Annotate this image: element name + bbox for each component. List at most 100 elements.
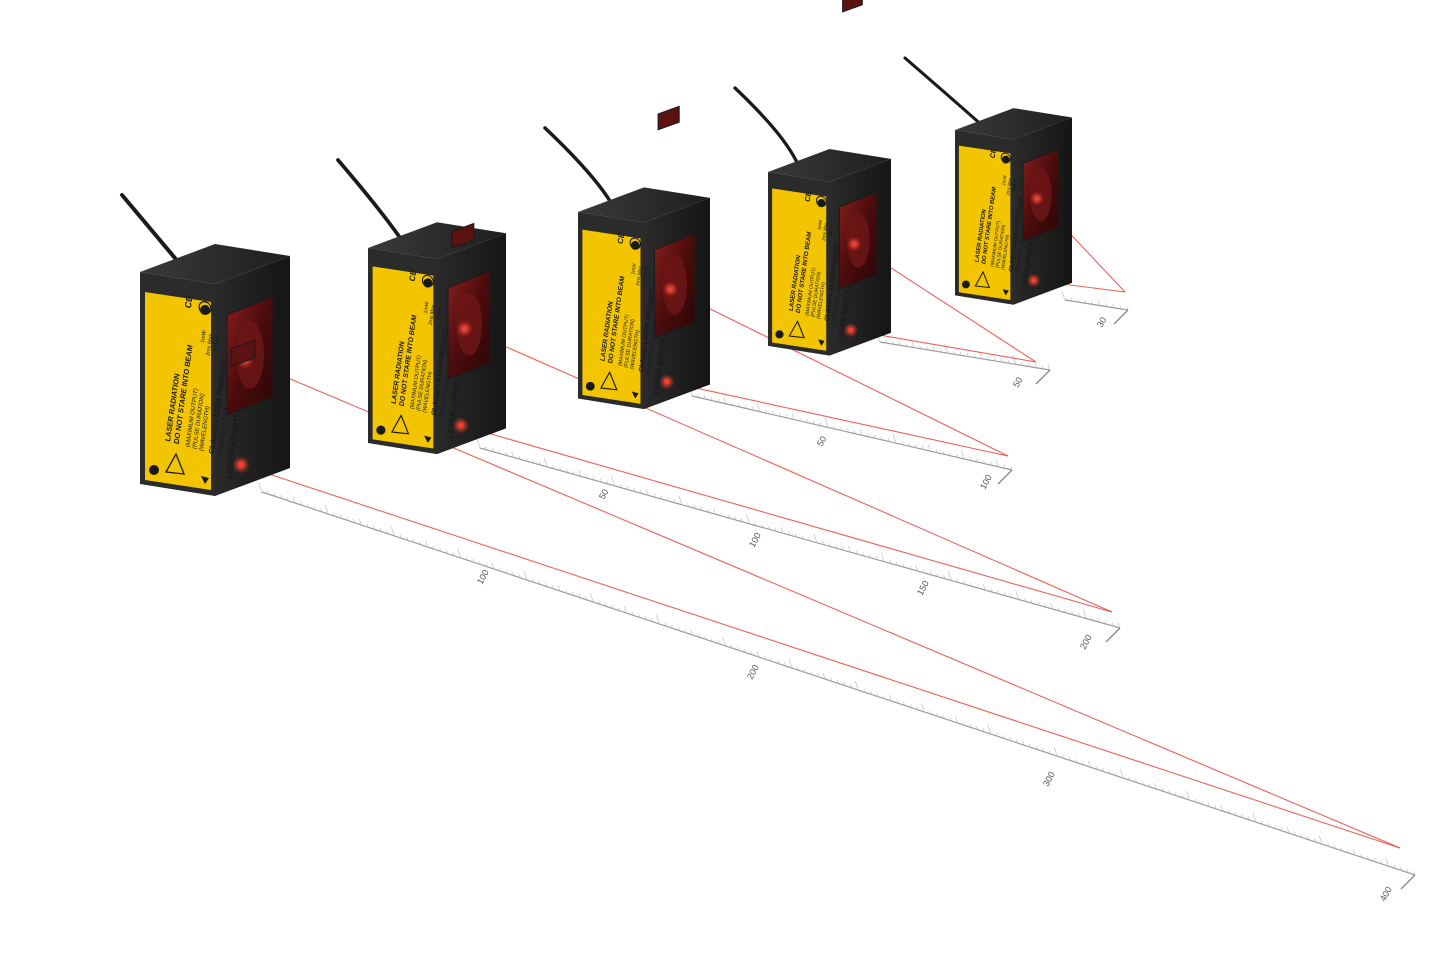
scale-tick — [942, 450, 945, 455]
scale-tick — [1050, 602, 1053, 610]
scale-tick — [624, 606, 627, 614]
scale-tick — [863, 688, 866, 693]
scale-tick — [1367, 855, 1369, 860]
scale-tick — [982, 728, 985, 733]
label-line4: (PULSE DURATION) — [995, 224, 1006, 269]
scale-tick — [491, 448, 494, 452]
emitter-dot — [238, 461, 244, 468]
scale-tick — [808, 537, 811, 541]
scale-tick — [1105, 303, 1108, 307]
scale-tick-label: 100 — [747, 531, 763, 549]
label-line3: (MAXIMUM OUTPUT) — [990, 220, 1001, 267]
emitted-beam — [240, 464, 1401, 849]
label-output: 1mW — [631, 262, 638, 275]
label-output: 1mW — [817, 218, 823, 230]
scale-tick — [870, 690, 872, 695]
scale-tick — [822, 541, 824, 545]
scale-tick — [280, 494, 283, 499]
cable — [903, 56, 987, 130]
scale-tick — [983, 460, 986, 464]
scale-tick — [770, 657, 773, 662]
scale-tick — [963, 580, 966, 585]
scale-tick — [1087, 761, 1091, 768]
scale-tick — [1393, 864, 1396, 869]
scale-tick — [578, 470, 582, 477]
mounting-hole — [376, 425, 386, 435]
scale-tick — [948, 571, 952, 581]
scale-tick — [727, 514, 730, 519]
scale-tick — [1360, 853, 1363, 858]
scale-tick — [512, 572, 515, 576]
scale-tick — [881, 436, 883, 441]
scale-tick — [772, 411, 775, 416]
eco-mark-icon — [816, 195, 827, 207]
label-line5: (WAVELENGTH) — [1000, 234, 1010, 271]
scale-tick — [949, 452, 952, 456]
scale-tick — [1021, 739, 1025, 746]
label-output: 1mW — [423, 301, 430, 315]
scale-tick — [1385, 857, 1389, 867]
scale-tick — [1380, 860, 1383, 865]
scale-tick — [1300, 833, 1303, 838]
scale-tick — [835, 544, 838, 549]
scale-tick — [618, 607, 621, 611]
scale-tick — [717, 640, 720, 644]
scale-tick — [908, 442, 911, 447]
scale-tick — [1082, 761, 1085, 766]
scale-tick — [491, 562, 495, 570]
scale-tick-label: 300 — [1041, 770, 1057, 788]
scale-tick — [353, 519, 356, 523]
laser-warning-icon — [788, 320, 805, 339]
scale-tick — [785, 414, 788, 419]
scale-tick — [955, 453, 958, 458]
scale-tick — [439, 547, 442, 552]
scale-tick — [1413, 871, 1416, 876]
cable — [336, 158, 407, 247]
scale-tick — [1227, 809, 1230, 814]
scale-tick — [704, 635, 707, 640]
scale-tick — [687, 503, 690, 507]
scale-tick — [1126, 306, 1129, 311]
scale-tick — [744, 404, 747, 409]
scale-tick — [830, 677, 833, 682]
scale-tick — [1010, 466, 1013, 471]
scale-tick — [300, 501, 303, 506]
scale-tick — [1015, 590, 1020, 600]
scale-tick — [889, 694, 892, 702]
scale-tick — [713, 508, 717, 515]
scale-tick — [626, 486, 629, 490]
scale-tick — [664, 622, 667, 627]
scale-tick — [373, 525, 375, 530]
scale-tick — [902, 563, 905, 568]
scale-tick — [1097, 299, 1101, 306]
scale-tick — [994, 357, 996, 362]
scale-tick — [653, 493, 656, 498]
mounting-hole — [585, 381, 595, 391]
scale-tick — [1141, 781, 1144, 785]
scale-tick — [559, 467, 562, 471]
label-standard: (IEC60825-1:2014) — [1015, 233, 1025, 274]
scale-tick — [723, 397, 727, 404]
receiver-dot — [668, 287, 673, 292]
ce-mark: CE — [803, 190, 813, 203]
scale-tick — [1091, 616, 1094, 621]
scale-tick — [697, 633, 700, 638]
label-wavelength: 655nm — [827, 222, 834, 237]
scale-tick — [505, 451, 508, 456]
scale-tick — [803, 668, 806, 673]
emitter-window — [657, 105, 680, 131]
scale-tick — [979, 352, 983, 359]
scale-tick — [799, 417, 802, 422]
scale-tick — [1021, 361, 1024, 366]
scale-tick — [848, 546, 851, 553]
scale-tick — [651, 618, 654, 622]
scale-tick — [1280, 827, 1283, 832]
scale-tick — [987, 725, 992, 735]
scale-tick — [997, 590, 1000, 595]
scale-tick — [874, 434, 877, 439]
emitter-dot — [664, 379, 670, 385]
scale-tick — [391, 526, 395, 537]
